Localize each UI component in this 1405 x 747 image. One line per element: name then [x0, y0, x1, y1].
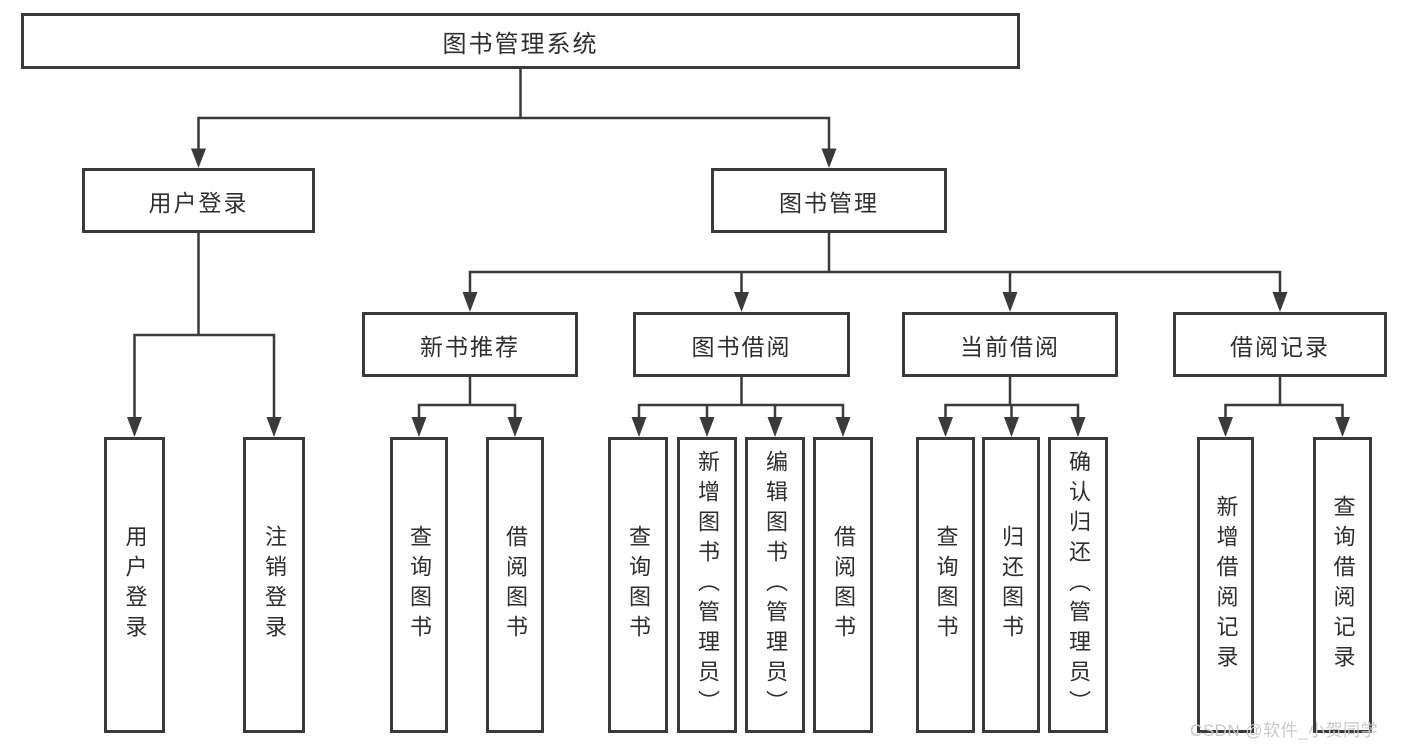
leaf-logout-label: 注销登录: [262, 525, 287, 645]
connector-user-login-to-leaves: [127, 233, 282, 437]
node-borrowing-records: 借阅记录: [1173, 312, 1387, 377]
leaf-edit-book-admin: 编辑图书（管理员）: [745, 437, 805, 733]
leaf-user-login-label: 用户登录: [122, 525, 148, 645]
leaf-edit-book-admin-label: 编辑图书（管理员）: [763, 450, 788, 720]
node-book-management: 图书管理: [711, 168, 947, 233]
node-library-system: 图书管理系统: [21, 13, 1020, 69]
leaf-user-login: 用户登录: [104, 437, 165, 733]
leaf-query-borrow-record: 查询借阅记录: [1313, 437, 1372, 733]
leaf-query-books-current-label: 查询图书: [933, 525, 959, 645]
leaf-return-book-label: 归还图书: [999, 525, 1024, 645]
leaf-add-borrow-record-label: 新增借阅记录: [1213, 495, 1239, 675]
connector-book-borrow-to-leaves: [631, 377, 851, 437]
leaf-borrow-books-rec-label: 借阅图书: [503, 525, 528, 645]
leaf-confirm-return-admin: 确认归还（管理员）: [1048, 437, 1108, 733]
connector-new-book-rec-to-leaves: [411, 377, 523, 437]
leaf-query-books-borrow: 查询图书: [608, 437, 668, 733]
leaf-return-book: 归还图书: [982, 437, 1040, 733]
leaf-query-borrow-record-label: 查询借阅记录: [1330, 495, 1356, 675]
csdn-watermark: CSDN @软件_小贺同学: [1190, 721, 1379, 740]
leaf-borrow-books-2-label: 借阅图书: [831, 525, 856, 645]
node-user-login: 用户登录: [82, 168, 315, 233]
connector-book-mgmt-to-level3: [462, 233, 1288, 312]
leaf-query-books-rec: 查询图书: [390, 437, 448, 733]
leaf-query-books-rec-label: 查询图书: [407, 525, 432, 645]
node-book-borrowing: 图书借阅: [633, 312, 850, 377]
node-new-book-recommendation: 新书推荐: [362, 312, 578, 377]
leaf-logout: 注销登录: [243, 437, 305, 733]
leaf-add-borrow-record: 新增借阅记录: [1197, 437, 1254, 733]
leaf-add-book-admin-label: 新增图书（管理员）: [695, 450, 720, 720]
connector-root-to-level2: [191, 68, 837, 168]
leaf-query-books-borrow-label: 查询图书: [626, 525, 651, 645]
leaf-confirm-return-admin-label: 确认归还（管理员）: [1066, 450, 1091, 720]
leaf-query-books-current: 查询图书: [916, 437, 975, 733]
leaf-borrow-books-rec: 借阅图书: [486, 437, 544, 733]
connector-current-borrow-to-leaves: [938, 377, 1086, 437]
leaf-borrow-books-2: 借阅图书: [813, 437, 873, 733]
connector-borrow-record-to-leaves: [1218, 377, 1350, 437]
leaf-add-book-admin: 新增图书（管理员）: [677, 437, 737, 733]
node-current-borrowing: 当前借阅: [902, 312, 1118, 377]
